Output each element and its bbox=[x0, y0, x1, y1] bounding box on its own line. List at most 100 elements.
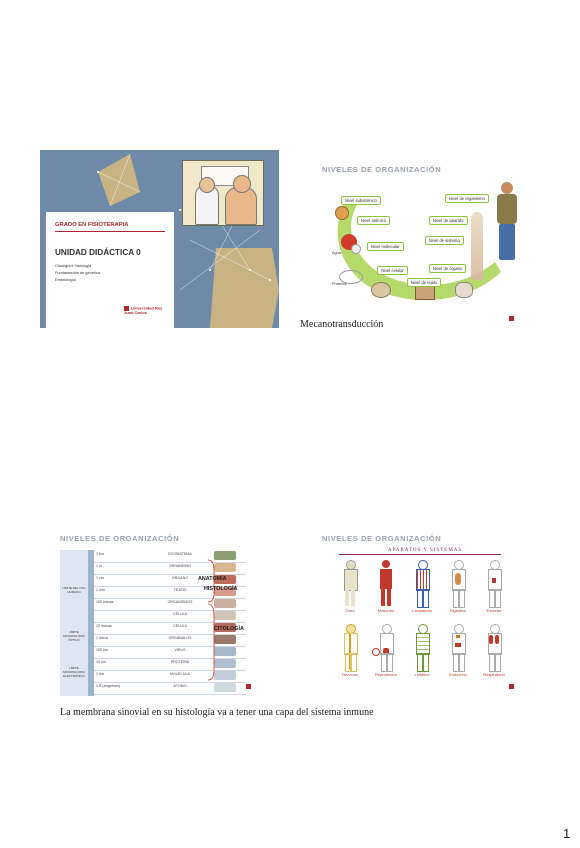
scale-arrow-bar bbox=[88, 550, 94, 696]
side-label-optical: LÍMITE MICROSCOPIO ÓPTICO bbox=[63, 630, 85, 642]
row-thumbnail bbox=[214, 575, 236, 584]
system-reproductor: Reproductor bbox=[371, 624, 401, 677]
respiratory-figure-icon bbox=[484, 624, 504, 672]
side-label-electron: LÍMITE MICROSCOPIO ELECTRÓNICO bbox=[63, 666, 85, 678]
bracket-citologia: CITOLOGÍA bbox=[214, 626, 244, 632]
cartoon-patient bbox=[225, 187, 257, 225]
level-molecular: Nivel molecular bbox=[367, 242, 404, 251]
systems-header-line bbox=[339, 554, 501, 555]
digestive-figure-icon bbox=[448, 560, 468, 608]
slide3-title: NIVELES DE ORGANIZACIÓN bbox=[60, 534, 180, 543]
slide-scale-levels: NIVELES DE ORGANIZACIÓN LÍMITE DEL OJO H… bbox=[40, 520, 279, 698]
cover-university-logo: Universidad Rey Juan Carlos bbox=[124, 305, 163, 315]
side-label-eye: LÍMITE DEL OJO HUMANO bbox=[62, 586, 86, 594]
slide-levels-chart: NIVELES DE ORGANIZACIÓN Nivel subatómico… bbox=[305, 150, 544, 328]
row-thumbnail bbox=[214, 587, 236, 596]
cartoon-patient-head bbox=[233, 175, 251, 193]
muscle-figure-icon bbox=[376, 560, 396, 606]
row-thumbnail bbox=[214, 599, 236, 608]
page-number: 1 bbox=[563, 826, 571, 841]
level-cellular: Nivel celular bbox=[377, 266, 408, 275]
unit-title: UNIDAD DIDÁCTICA 0 bbox=[55, 248, 141, 257]
row-thumbnail bbox=[214, 551, 236, 560]
scale-row: CÉLULA bbox=[94, 610, 246, 623]
system-excretor: Excretor bbox=[479, 560, 509, 613]
atom-icon bbox=[335, 206, 349, 220]
row-thumbnail bbox=[214, 683, 236, 692]
program-label: GRADO EN FISIOTERAPIA bbox=[55, 222, 129, 228]
level-organism: Nivel de organismo bbox=[445, 194, 489, 203]
slide3-logo bbox=[246, 684, 253, 689]
slide2-title: NIVELES DE ORGANIZACIÓN bbox=[322, 165, 442, 174]
university-logo-icon bbox=[509, 684, 514, 689]
cover-geometry bbox=[97, 153, 279, 328]
person-legs bbox=[499, 224, 515, 260]
level-system: Nivel de sistema bbox=[425, 236, 464, 245]
system-endocrino: Endocrino bbox=[443, 624, 473, 677]
university-logo-icon bbox=[246, 684, 251, 689]
cover-text-panel: GRADO EN FISIOTERAPIA UNIDAD DIDÁCTICA 0… bbox=[46, 212, 174, 328]
organ-icon bbox=[455, 282, 473, 298]
classification-brackets bbox=[207, 559, 215, 681]
lymphatic-figure-icon bbox=[412, 624, 432, 672]
slide4-title: NIVELES DE ORGANIZACIÓN bbox=[322, 534, 442, 543]
row-thumbnail bbox=[214, 635, 236, 644]
program-underline bbox=[55, 231, 165, 232]
system-nervioso: Nervioso bbox=[335, 624, 365, 677]
level-apparatus: Nivel de aparato bbox=[429, 216, 468, 225]
side-column bbox=[60, 550, 88, 696]
level-atomic: Nivel atómico bbox=[357, 216, 391, 225]
cover-cartoon bbox=[182, 160, 264, 226]
label-protein: Proteína bbox=[332, 282, 347, 286]
system-circulatorio: Circulatorio bbox=[407, 560, 437, 613]
row-thumbnail bbox=[214, 563, 236, 572]
bracket-histologia: HISTOLOGÍA bbox=[204, 586, 238, 592]
caption-membrana-sinovial: La membrana sinovial en su histología va… bbox=[60, 707, 374, 718]
endocrine-figure-icon bbox=[448, 624, 468, 672]
cell-icon bbox=[371, 282, 391, 298]
skeleton-figure-icon bbox=[340, 560, 360, 606]
level-organ: Nivel de órgano bbox=[429, 264, 467, 273]
cartoon-doctor-head bbox=[199, 177, 215, 193]
nervous-figure-icon bbox=[340, 624, 360, 672]
system-oseo: Óseo bbox=[335, 560, 365, 613]
university-logo-icon bbox=[124, 306, 129, 311]
system-digestivo: Digestivo bbox=[443, 560, 473, 613]
person-body bbox=[497, 194, 517, 224]
slide-systems: NIVELES DE ORGANIZACIÓN APARATOS Y SISTE… bbox=[305, 520, 544, 698]
label-water: Agua bbox=[332, 251, 341, 255]
caption-mecanotransduccion: Mecanotransducción bbox=[300, 319, 384, 330]
reproductive-figure-icon bbox=[372, 624, 396, 672]
system-linfatico: Linfático bbox=[407, 624, 437, 677]
row-thumbnail bbox=[214, 671, 236, 680]
university-logo-icon bbox=[509, 316, 514, 321]
slide-cover: GRADO EN FISIOTERAPIA UNIDAD DIDÁCTICA 0… bbox=[40, 150, 279, 328]
systems-subtitle: APARATOS Y SISTEMAS bbox=[385, 548, 466, 553]
level-tissue: Nivel de tejido bbox=[407, 278, 442, 287]
system-muscular: Muscular bbox=[371, 560, 401, 613]
person-head bbox=[501, 182, 513, 194]
row-thumbnail bbox=[214, 611, 236, 620]
scale-row: 1 Å (Angstrom)ÁTOMO bbox=[94, 682, 246, 695]
topic-3: Embriología bbox=[55, 277, 76, 282]
bracket-anatomia: ANATOMÍA bbox=[198, 576, 227, 582]
topic-1: Citología e histología bbox=[55, 263, 92, 268]
molecule-icon-2 bbox=[351, 244, 361, 254]
skeleton-figure bbox=[471, 212, 483, 280]
system-respiratorio: Respiratorio bbox=[479, 624, 509, 677]
row-thumbnail bbox=[214, 647, 236, 656]
slide2-logo bbox=[509, 316, 516, 321]
protein-icon bbox=[339, 270, 363, 284]
topic-2: Fundamentos de genética bbox=[55, 270, 100, 275]
row-thumbnail bbox=[214, 623, 236, 632]
level-subatomic: Nivel subatómico bbox=[341, 196, 381, 205]
